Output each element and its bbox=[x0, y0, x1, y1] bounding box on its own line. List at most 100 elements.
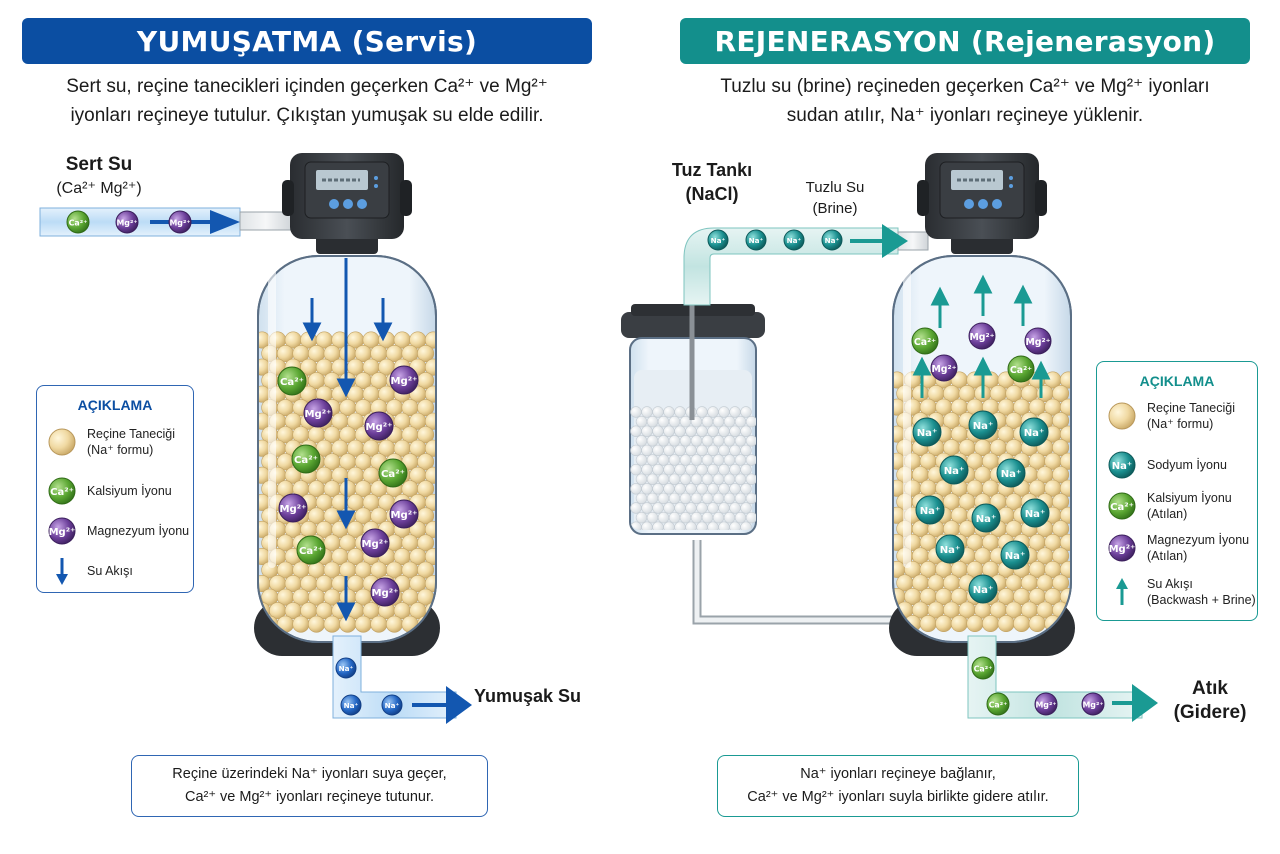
magnesium-ion-icon: Mg²⁺ bbox=[47, 516, 77, 546]
regeneration-flow-arrows bbox=[912, 274, 1051, 398]
salt-grain bbox=[668, 415, 681, 428]
magnesium-ion: Mg²⁺ bbox=[930, 354, 958, 382]
salt-grain bbox=[663, 502, 675, 514]
regeneration-banner-title: REJENERASYON (Rejenerasyon) bbox=[714, 24, 1216, 58]
resin-bead bbox=[1059, 398, 1071, 416]
sodium-ion: Na⁺ bbox=[915, 495, 945, 525]
svg-text:Mg²⁺: Mg²⁺ bbox=[279, 504, 306, 515]
resin-bead bbox=[417, 480, 435, 498]
sodium-ion: Na⁺ bbox=[335, 657, 357, 679]
salt-grain bbox=[657, 473, 670, 485]
salt-grain bbox=[701, 511, 714, 524]
svg-text:Ca²⁺: Ca²⁺ bbox=[280, 377, 304, 388]
svg-text:Mg²⁺: Mg²⁺ bbox=[365, 422, 392, 433]
regeneration-legend-item-magnesium: Mg²⁺ Magnezyum İyonu(Atılan) bbox=[1107, 532, 1249, 564]
resin-bead bbox=[1052, 439, 1070, 457]
resin-bead bbox=[981, 614, 999, 632]
legend-text: Kalsiyum İyonu bbox=[1147, 491, 1232, 505]
salt-grain bbox=[663, 483, 675, 495]
service-note-line1: Reçine üzerindeki Na⁺ iyonları suya geçe… bbox=[172, 766, 447, 782]
regeneration-note-line2: Ca²⁺ ve Mg²⁺ iyonları suyla birlikte gid… bbox=[747, 789, 1049, 805]
svg-text:Ca²⁺: Ca²⁺ bbox=[989, 700, 1008, 709]
svg-text:Ca²⁺: Ca²⁺ bbox=[294, 455, 318, 466]
svg-text:Ca²⁺: Ca²⁺ bbox=[1010, 365, 1032, 376]
magnesium-ion: Mg²⁺ bbox=[1034, 692, 1058, 716]
service-note-line2: Ca²⁺ ve Mg²⁺ iyonları reçineye tutunur. bbox=[184, 789, 435, 805]
salt-grain bbox=[696, 463, 708, 476]
salt-grain bbox=[734, 492, 747, 505]
return-line bbox=[692, 540, 900, 625]
service-legend-item-magnesium: Mg²⁺ Magnezyum İyonu bbox=[47, 516, 189, 546]
salt-grain bbox=[696, 425, 708, 437]
svg-text:Mg²⁺: Mg²⁺ bbox=[116, 218, 137, 227]
salt-grain bbox=[635, 415, 648, 428]
salt-grain bbox=[685, 483, 697, 495]
magnesium-ion: Mg²⁺ bbox=[168, 210, 192, 234]
salt-grains bbox=[630, 406, 756, 530]
salt-grain bbox=[718, 444, 730, 457]
calcium-ion-icon: Ca²⁺ bbox=[47, 476, 77, 506]
salt-grain bbox=[729, 463, 741, 476]
salt-grain bbox=[652, 483, 664, 495]
brine-sublabel: (Brine) bbox=[812, 200, 858, 217]
resin-bead bbox=[424, 331, 436, 349]
resin-bead bbox=[417, 426, 435, 444]
resin-bead bbox=[1052, 574, 1070, 592]
regeneration-head-button bbox=[978, 199, 988, 209]
svg-text:Na⁺: Na⁺ bbox=[976, 514, 997, 525]
salt-grain bbox=[657, 435, 670, 447]
svg-text:Na⁺: Na⁺ bbox=[825, 236, 840, 245]
salt-grain bbox=[745, 511, 756, 524]
service-banner: YUMUŞATMA (Servis) bbox=[22, 18, 592, 64]
resin-bead bbox=[424, 574, 436, 592]
service-flow-arrows bbox=[302, 258, 393, 622]
resin-bead bbox=[966, 614, 984, 632]
resin-bead bbox=[292, 615, 310, 633]
salt-grain bbox=[734, 473, 747, 485]
salt-tank-label: Tuz Tankı bbox=[671, 160, 753, 180]
salt-grain bbox=[657, 454, 670, 466]
salt-grain bbox=[630, 463, 642, 476]
salt-grain bbox=[701, 492, 714, 505]
salt-grain bbox=[663, 406, 675, 418]
svg-text:Na⁺: Na⁺ bbox=[1024, 428, 1045, 439]
outlet-flow-arrow bbox=[446, 686, 472, 724]
resin-bead bbox=[1028, 614, 1046, 632]
resin-bead bbox=[424, 520, 436, 538]
magnesium-ion: Mg²⁺ bbox=[364, 411, 394, 441]
inlet-sublabel: (Ca²⁺ Mg²⁺) bbox=[56, 180, 142, 197]
salt-grain bbox=[674, 444, 686, 457]
waste-sublabel: (Gidere) bbox=[1173, 702, 1247, 723]
svg-text:Na⁺: Na⁺ bbox=[1005, 551, 1026, 562]
regeneration-head-button bbox=[964, 199, 974, 209]
salt-grain bbox=[740, 406, 752, 418]
salt-grain bbox=[674, 502, 686, 514]
sodium-ion: Na⁺ bbox=[968, 410, 998, 440]
salt-grain bbox=[668, 473, 681, 485]
salt-grain bbox=[707, 502, 719, 514]
magnesium-ion: Mg²⁺ bbox=[360, 528, 390, 558]
salt-grain bbox=[630, 444, 642, 457]
salt-grain bbox=[729, 444, 741, 457]
salt-grain bbox=[701, 435, 714, 447]
sodium-ion: Na⁺ bbox=[939, 455, 969, 485]
resin-bead bbox=[935, 614, 953, 632]
svg-text:Na⁺: Na⁺ bbox=[1025, 509, 1046, 520]
service-description: Sert su, reçine tanecikleri içinden geçe… bbox=[22, 72, 592, 130]
salt-grain bbox=[668, 511, 681, 524]
salt-grain bbox=[641, 502, 653, 514]
salt-grain bbox=[696, 444, 708, 457]
resin-bead bbox=[417, 453, 435, 471]
service-legend-title: AÇIKLAMA bbox=[77, 397, 153, 413]
salt-grain bbox=[630, 406, 642, 418]
resin-bead-icon bbox=[47, 427, 77, 457]
salt-grain bbox=[635, 454, 648, 466]
brine-flow-arrow bbox=[882, 224, 908, 258]
salt-grain bbox=[679, 511, 692, 524]
salt-grain bbox=[668, 435, 681, 447]
calcium-icon-text: Ca²⁺ bbox=[1110, 502, 1134, 513]
salt-grain bbox=[740, 425, 752, 437]
resin-bead bbox=[1052, 466, 1070, 484]
regeneration-head-button bbox=[992, 199, 1002, 209]
salt-grain bbox=[641, 406, 653, 418]
